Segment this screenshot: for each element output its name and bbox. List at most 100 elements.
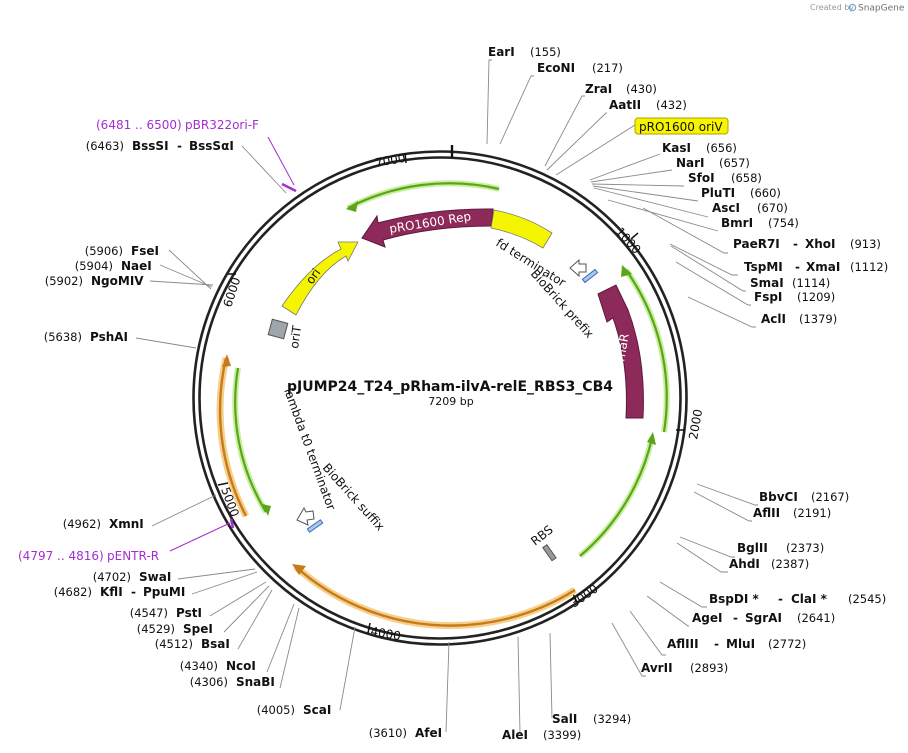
svg-text:(657): (657): [719, 156, 750, 170]
snapgene-logo-icon: [848, 3, 857, 12]
feature-arc: [295, 566, 576, 627]
feature-arc-glow: [232, 367, 269, 514]
backbone-inner-strand: [198, 156, 682, 640]
biobrick-prefix-block: [581, 268, 599, 284]
plasmid-length: 7209 bp: [428, 395, 473, 408]
svg-text:KflI: KflI: [100, 585, 123, 599]
svg-text:AfeI: AfeI: [415, 726, 442, 740]
arc-arrowhead: [262, 504, 271, 516]
svg-text:(2545): (2545): [848, 592, 886, 606]
svg-text:BssSI: BssSI: [132, 139, 169, 153]
svg-text:PstI: PstI: [176, 606, 202, 620]
site-label: FspI (1209): [754, 290, 835, 304]
svg-text:(1209): (1209): [797, 290, 835, 304]
svg-text:(4005): (4005): [257, 703, 295, 717]
rhar-arrow: [597, 284, 644, 419]
credit-prefix: Created by: [810, 3, 854, 12]
site-label: (4682)KflI-PpuMI: [54, 585, 186, 599]
svg-text:SgrAI: SgrAI: [745, 611, 782, 625]
svg-text:(5638): (5638): [44, 330, 82, 344]
biobrick-suffix-icon: [296, 506, 315, 526]
site-label: BmrI(754): [721, 216, 799, 230]
svg-text:PaeR7I: PaeR7I: [733, 237, 780, 251]
svg-text:BspDI *: BspDI *: [709, 592, 759, 606]
svg-text:NcoI: NcoI: [226, 659, 256, 673]
svg-text:(430): (430): [626, 82, 657, 96]
tick-label-7000: 7000: [374, 151, 407, 170]
fd-terminator-label: fd terminator: [493, 236, 568, 290]
svg-text:-: -: [131, 585, 136, 599]
primer-mark: [229, 518, 235, 529]
feature-arcs: [216, 180, 670, 630]
svg-text:NarI: NarI: [676, 156, 705, 170]
svg-text:(2191): (2191): [793, 506, 831, 520]
svg-text:(3399): (3399): [543, 728, 581, 742]
arc-arrowhead: [647, 432, 656, 445]
backbone: [192, 145, 688, 646]
site-label: (5904)NaeI: [75, 259, 152, 273]
svg-text:AleI: AleI: [502, 728, 528, 742]
svg-text:(4702): (4702): [93, 570, 131, 584]
svg-text:FseI: FseI: [131, 244, 159, 258]
svg-text:(1112): (1112): [850, 260, 888, 274]
svg-text:-: -: [714, 637, 719, 651]
ori-arrow: [281, 241, 359, 316]
site-label: NarI (657): [676, 156, 750, 170]
svg-text:XmnI: XmnI: [109, 517, 144, 531]
tick-label-2000: 2000: [686, 408, 705, 441]
svg-text:SmaI: SmaI: [750, 276, 784, 290]
site-label: AhdI (2387): [729, 557, 809, 571]
primers: (6481 .. 6500) pBR322ori-F (4797 .. 4816…: [18, 118, 297, 563]
svg-text:(2387): (2387): [771, 557, 809, 571]
site-label: AscI(670): [712, 201, 788, 215]
snapgene-credit: Created by SnapGene: [810, 3, 905, 14]
svg-text:PshAI: PshAI: [90, 330, 128, 344]
svg-text:(754): (754): [768, 216, 799, 230]
site-label: AflIII-MluI(2772): [667, 637, 806, 651]
primer-range: (6481 .. 6500): [96, 118, 182, 132]
site-label: AatII(432): [609, 98, 687, 112]
site-label: PaeR7I-XhoI(913): [733, 237, 881, 251]
feature-arc: [234, 367, 267, 513]
backbone-outer-strand: [192, 150, 688, 646]
site-label: (4962)XmnI: [63, 517, 144, 531]
svg-text:(4512): (4512): [155, 637, 193, 651]
svg-text:(3294): (3294): [593, 712, 631, 726]
svg-text:(4306): (4306): [190, 675, 228, 689]
credit-brand: SnapGene: [858, 4, 905, 14]
svg-text:PluTI: PluTI: [701, 186, 735, 200]
site-label: AflII(2191): [753, 506, 831, 520]
svg-text:(6463): (6463): [86, 139, 124, 153]
svg-text:AhdI: AhdI: [729, 557, 760, 571]
svg-text:(658): (658): [731, 171, 762, 185]
svg-text:(5904): (5904): [75, 259, 113, 273]
svg-text:SfoI: SfoI: [688, 171, 715, 185]
svg-text:(656): (656): [706, 141, 737, 155]
site-label: (6463) BssSI-BssSαI: [86, 139, 234, 153]
svg-text:(4547): (4547): [130, 606, 168, 620]
svg-text:EarI: EarI: [488, 45, 515, 59]
site-label: BspDI *-ClaI *(2545): [709, 592, 886, 606]
lambda-t0-terminator-label: lambda t0 terminator: [281, 386, 338, 512]
tick-mark: [367, 622, 371, 634]
site-label: AvrII(2893): [641, 661, 728, 675]
pro1600-oriv-label: pRO1600 oriV: [639, 120, 723, 134]
svg-text:KasI: KasI: [662, 141, 691, 155]
site-label: (4005) ScaI: [257, 703, 332, 717]
svg-text:ScaI: ScaI: [303, 703, 331, 717]
site-label: (4529)SpeI: [137, 622, 213, 636]
site-label: ZraI(430): [585, 82, 657, 96]
tick-label-3000: 3000: [568, 581, 601, 610]
svg-text:AatII: AatII: [609, 98, 641, 112]
site-label: SmaI(1114): [750, 276, 830, 290]
svg-text:-: -: [793, 237, 798, 251]
svg-text:AscI: AscI: [712, 201, 740, 215]
feature-arc: [625, 269, 668, 433]
site-label: EarI(155): [488, 45, 561, 59]
pro1600-rep-arrow: [361, 208, 494, 248]
svg-text:-: -: [177, 139, 182, 153]
feature-arc-glow: [346, 180, 500, 211]
svg-text:BssSαI: BssSαI: [189, 139, 234, 153]
svg-text:FspI: FspI: [754, 290, 782, 304]
primer-connector: [267, 136, 295, 186]
